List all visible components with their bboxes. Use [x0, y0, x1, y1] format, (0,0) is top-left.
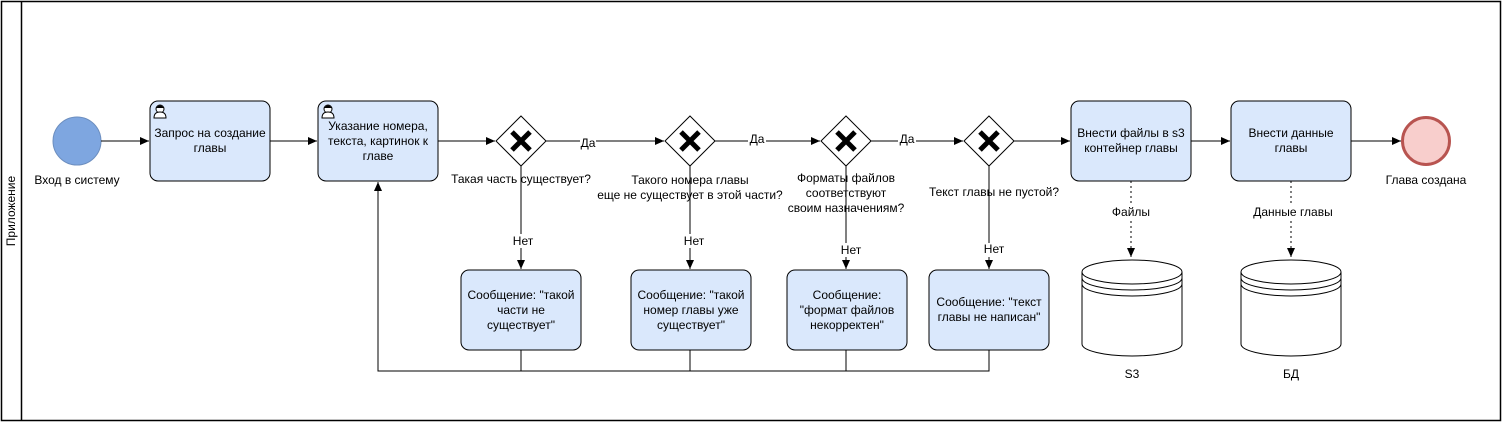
gateway-part-exists[interactable] — [495, 115, 547, 167]
gw1-yes-label: Да — [581, 136, 596, 150]
user-icon — [153, 104, 167, 119]
datastore-s3-label: S3 — [1124, 367, 1140, 381]
gateway-text-not-empty-question: Текст главы не пустой? — [928, 185, 1060, 199]
flow-return-msg4 — [521, 350, 990, 372]
message-chapter-exists[interactable] — [630, 269, 752, 351]
end-event-label: Глава создана — [1385, 173, 1467, 187]
datastore-db[interactable] — [1240, 259, 1342, 357]
gateway-chapter-unique-question: Такого номера главы еще не существует в … — [597, 173, 783, 202]
gateway-part-exists-question: Такая часть существует? — [451, 172, 591, 186]
message-format-invalid[interactable] — [786, 269, 908, 351]
gw4-no-label: Нет — [984, 242, 1005, 256]
datastore-db-label: БД — [1282, 367, 1299, 381]
task-save-data[interactable] — [1230, 100, 1352, 182]
start-event[interactable] — [52, 116, 102, 166]
pool-title: Приложение — [4, 175, 19, 247]
message-text-missing[interactable] — [928, 269, 1050, 351]
start-event-label: Вход в систему — [34, 173, 120, 187]
user-icon — [321, 104, 335, 119]
end-event[interactable] — [1401, 116, 1451, 166]
gw3-no-label: Нет — [841, 243, 862, 257]
association-data-label: Данные главы — [1253, 205, 1332, 219]
gateway-formats-valid[interactable] — [820, 115, 872, 167]
association-files-label: Файлы — [1112, 205, 1150, 219]
flow-return-loop — [374, 182, 522, 372]
gateway-text-not-empty[interactable] — [963, 115, 1015, 167]
task-upload-files[interactable] — [1070, 100, 1192, 182]
task-request-chapter[interactable] — [149, 100, 271, 182]
gw2-yes-label: Да — [750, 132, 765, 146]
gateway-formats-valid-question: Форматы файлов соответствуют своим назна… — [787, 171, 905, 215]
gw3-yes-label: Да — [900, 132, 915, 146]
gw2-no-label: Нет — [684, 234, 705, 248]
message-part-missing[interactable] — [460, 269, 582, 351]
gw1-no-label: Нет — [513, 234, 534, 248]
gateway-chapter-unique[interactable] — [664, 115, 716, 167]
task-specify-content[interactable] — [317, 100, 439, 182]
datastore-s3[interactable] — [1081, 259, 1183, 357]
